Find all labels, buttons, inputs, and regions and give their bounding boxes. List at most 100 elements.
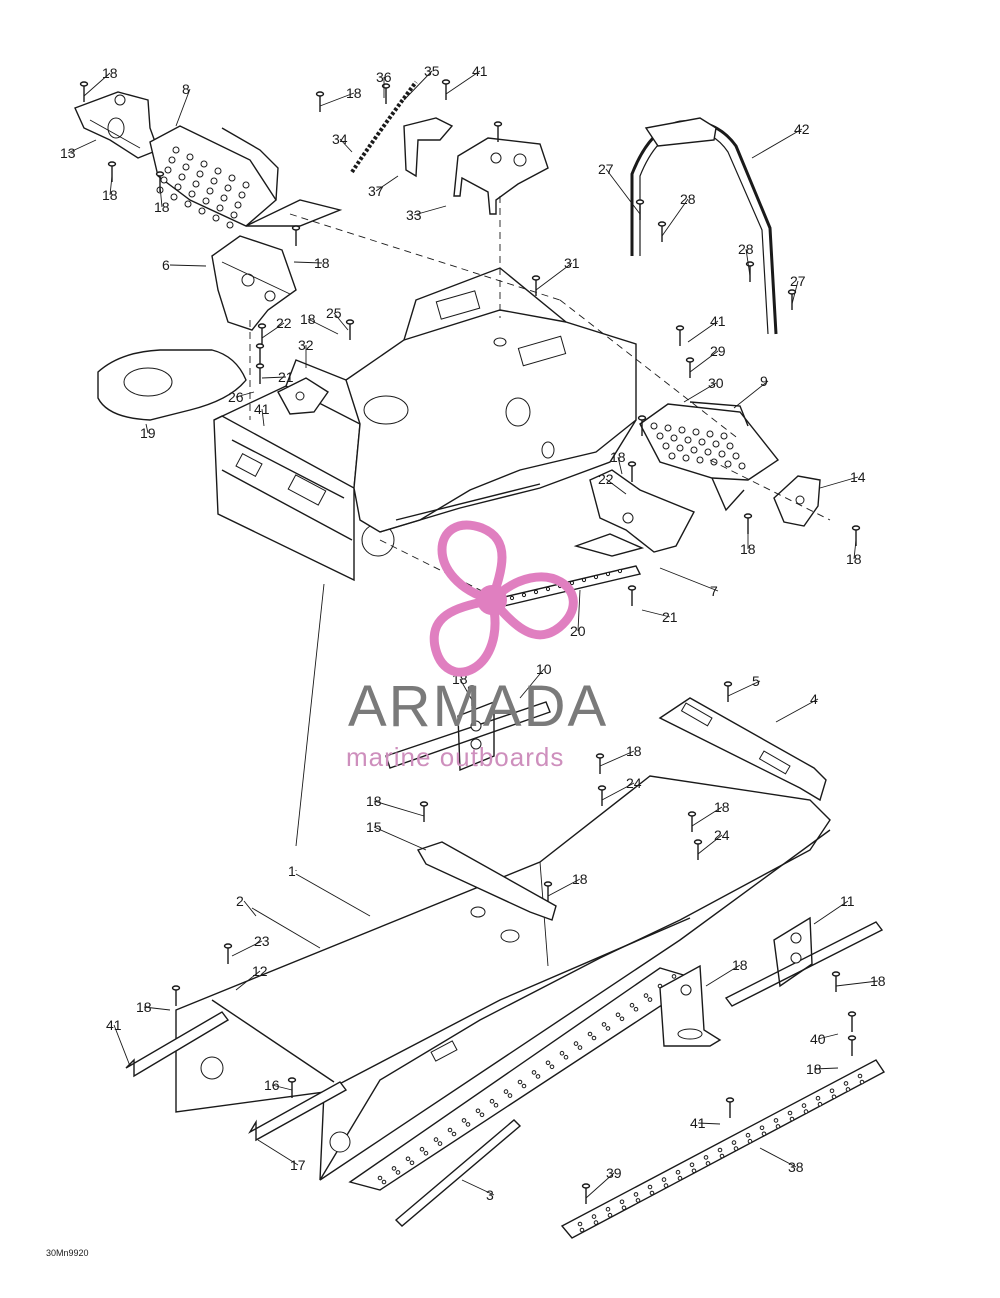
leader-line [67, 139, 97, 154]
bolt-icon [597, 785, 607, 806]
leader-line [689, 350, 719, 373]
callout-10: 10 [536, 661, 552, 677]
part-11-bracket [724, 916, 884, 1007]
leader-line [231, 940, 263, 957]
callout-5: 5 [752, 673, 760, 689]
running-board [348, 967, 702, 1191]
callout-25: 25 [326, 305, 342, 321]
callout-18: 18 [846, 551, 862, 567]
leader-line [547, 878, 581, 897]
bolt-icon [675, 325, 685, 346]
leader-line [373, 800, 425, 817]
leader-line [461, 1179, 495, 1196]
leader-line [745, 248, 751, 277]
leader-line [705, 964, 741, 987]
leader-line [143, 1006, 171, 1011]
leader-line [751, 128, 803, 159]
leader-line [819, 476, 859, 489]
leader-line [339, 138, 353, 153]
part-37-clip [403, 117, 454, 178]
leader-line [261, 376, 287, 379]
bolt-icon [581, 1183, 591, 1204]
callout-18: 18 [136, 999, 152, 1015]
callout-15: 15 [366, 819, 382, 835]
leader-line [727, 680, 761, 697]
leader-line [691, 806, 723, 827]
leader-line [835, 980, 879, 987]
bolt-icon [635, 199, 645, 220]
callout-31: 31 [564, 255, 580, 271]
bolt-icon [723, 681, 733, 702]
callout-21: 21 [662, 609, 678, 625]
leader-line [333, 312, 349, 331]
callout-22: 22 [276, 315, 292, 331]
bolt-icon [627, 585, 637, 606]
callout-7: 7 [710, 583, 718, 599]
callout-6: 6 [162, 257, 170, 273]
callout-18: 18 [154, 199, 170, 215]
callout-34: 34 [332, 131, 348, 147]
callout-2: 2 [236, 893, 244, 909]
part-8-footrest-plate [149, 125, 343, 229]
callout-38: 38 [788, 1159, 804, 1175]
leader-line [445, 70, 481, 95]
part-10-bracket [385, 700, 551, 772]
leader-line [813, 900, 849, 925]
leader-line [775, 698, 819, 723]
bolt-icon [79, 81, 89, 102]
callout-11: 11 [840, 893, 855, 909]
callout-18: 18 [572, 871, 588, 887]
callout-40: 40 [810, 1031, 826, 1047]
leader-line [375, 175, 399, 192]
callout-19: 19 [140, 425, 156, 441]
callout-18: 18 [740, 541, 756, 557]
leader-line [791, 280, 799, 305]
bolt-icon [315, 91, 325, 112]
leader-line [235, 391, 255, 398]
part-6-bracket [211, 235, 297, 331]
bolt-icon [255, 343, 265, 364]
callout-16: 16 [264, 1077, 280, 1093]
leader-line [605, 478, 627, 495]
leader-line [605, 168, 641, 215]
bolt-icon [493, 121, 503, 142]
leader-line [271, 1084, 293, 1091]
bolt-icon [847, 1035, 857, 1056]
callout-18: 18 [732, 957, 748, 973]
leader-line [577, 589, 581, 632]
bolt-icon [467, 685, 477, 706]
bolt-icon [693, 839, 703, 860]
callout-28: 28 [680, 191, 696, 207]
leader-lines [67, 70, 879, 1199]
leader-line [599, 750, 635, 767]
tunnel [175, 775, 831, 1181]
leader-line [175, 88, 191, 127]
part-34-cable [350, 80, 418, 174]
part-14-bracket [773, 475, 821, 527]
leader-line [519, 668, 545, 699]
callout-28: 28 [738, 241, 754, 257]
leader-line [659, 567, 719, 592]
bolt-icon [627, 461, 637, 482]
callout-3: 3 [486, 1187, 494, 1203]
leader-line [687, 320, 719, 343]
bolt-icon [441, 79, 451, 100]
main-frame-upper [213, 267, 637, 582]
leader-line [697, 834, 723, 855]
bolt-icon [687, 811, 697, 832]
callout-9: 9 [760, 373, 768, 389]
callout-39: 39 [606, 1165, 622, 1181]
part-32-bracket [277, 377, 329, 415]
watermark: ARMADA marine outboards [346, 520, 606, 772]
bolt-icon [745, 261, 755, 282]
callout-18: 18 [366, 793, 382, 809]
callout-24: 24 [626, 775, 642, 791]
part-38-strip [560, 1059, 886, 1239]
propeller-logo-icon [429, 520, 578, 677]
bolt-icon [595, 753, 605, 774]
callout-29: 29 [710, 343, 726, 359]
bolt-icon [543, 881, 553, 902]
bolt-icon [657, 221, 667, 242]
part-42-handle [630, 117, 778, 335]
